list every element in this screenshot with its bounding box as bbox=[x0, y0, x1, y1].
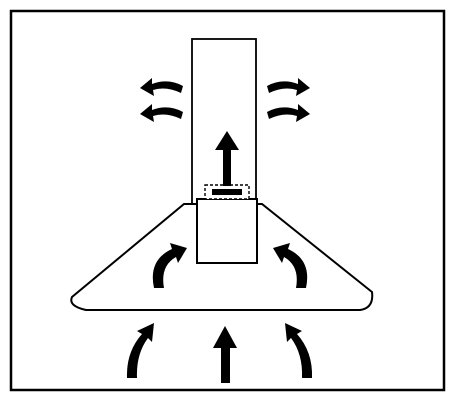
carbon-filter-outlet bbox=[204, 184, 250, 200]
canopy-left-swirl-arrow-icon bbox=[152, 243, 187, 288]
flue-up-arrow-icon bbox=[215, 131, 239, 186]
frame-border bbox=[9, 9, 446, 392]
intake-left-arrow-icon bbox=[126, 323, 154, 378]
right-exhaust-arrows-icon bbox=[267, 78, 310, 122]
intake-center-arrow-icon bbox=[213, 326, 237, 383]
left-exhaust-arrows-icon bbox=[140, 78, 183, 122]
intake-right-arrow-icon bbox=[285, 323, 313, 378]
canopy-right-swirl-arrow-icon bbox=[273, 243, 308, 288]
blower-motor-box bbox=[196, 198, 258, 264]
